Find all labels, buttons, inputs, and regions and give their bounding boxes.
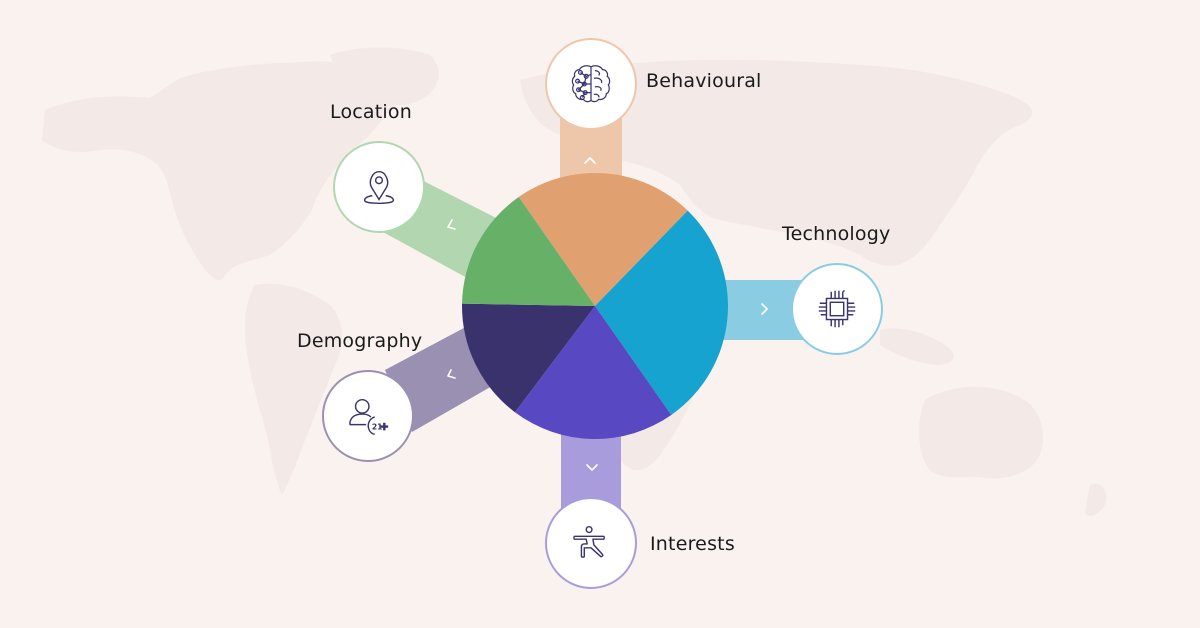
- yoga-pose-icon: [573, 525, 605, 558]
- pie-slice-technology[interactable]: [595, 210, 728, 415]
- node-interests[interactable]: [545, 497, 637, 589]
- node-location[interactable]: [333, 141, 425, 233]
- node-behavioural[interactable]: [545, 38, 637, 130]
- label-demography: Demography: [297, 330, 423, 352]
- node-demography[interactable]: 21: [322, 370, 414, 462]
- svg-text:21: 21: [372, 422, 383, 431]
- pie-slice-behavioural[interactable]: [518, 173, 688, 306]
- arrow-left-icon-location: [447, 219, 456, 230]
- arrow-up-icon: [584, 157, 596, 164]
- chip-icon: [818, 290, 856, 328]
- arrow-left-icon-demography: [447, 369, 456, 379]
- pie-slice-location[interactable]: [462, 197, 595, 306]
- label-behavioural: Behavioural: [646, 70, 762, 92]
- arrow-right-icon: [761, 303, 768, 315]
- location-pin-icon: [363, 170, 395, 205]
- node-technology[interactable]: [791, 263, 883, 355]
- arrow-down-icon: [586, 464, 598, 471]
- label-interests: Interests: [650, 533, 735, 555]
- pie-slice-demography[interactable]: [462, 303, 595, 413]
- label-location: Location: [330, 101, 412, 123]
- pie-slice-interests[interactable]: [514, 306, 672, 440]
- user-age-21-plus-icon: 21: [349, 398, 389, 435]
- brain-icon: [571, 65, 611, 103]
- label-technology: Technology: [782, 223, 891, 245]
